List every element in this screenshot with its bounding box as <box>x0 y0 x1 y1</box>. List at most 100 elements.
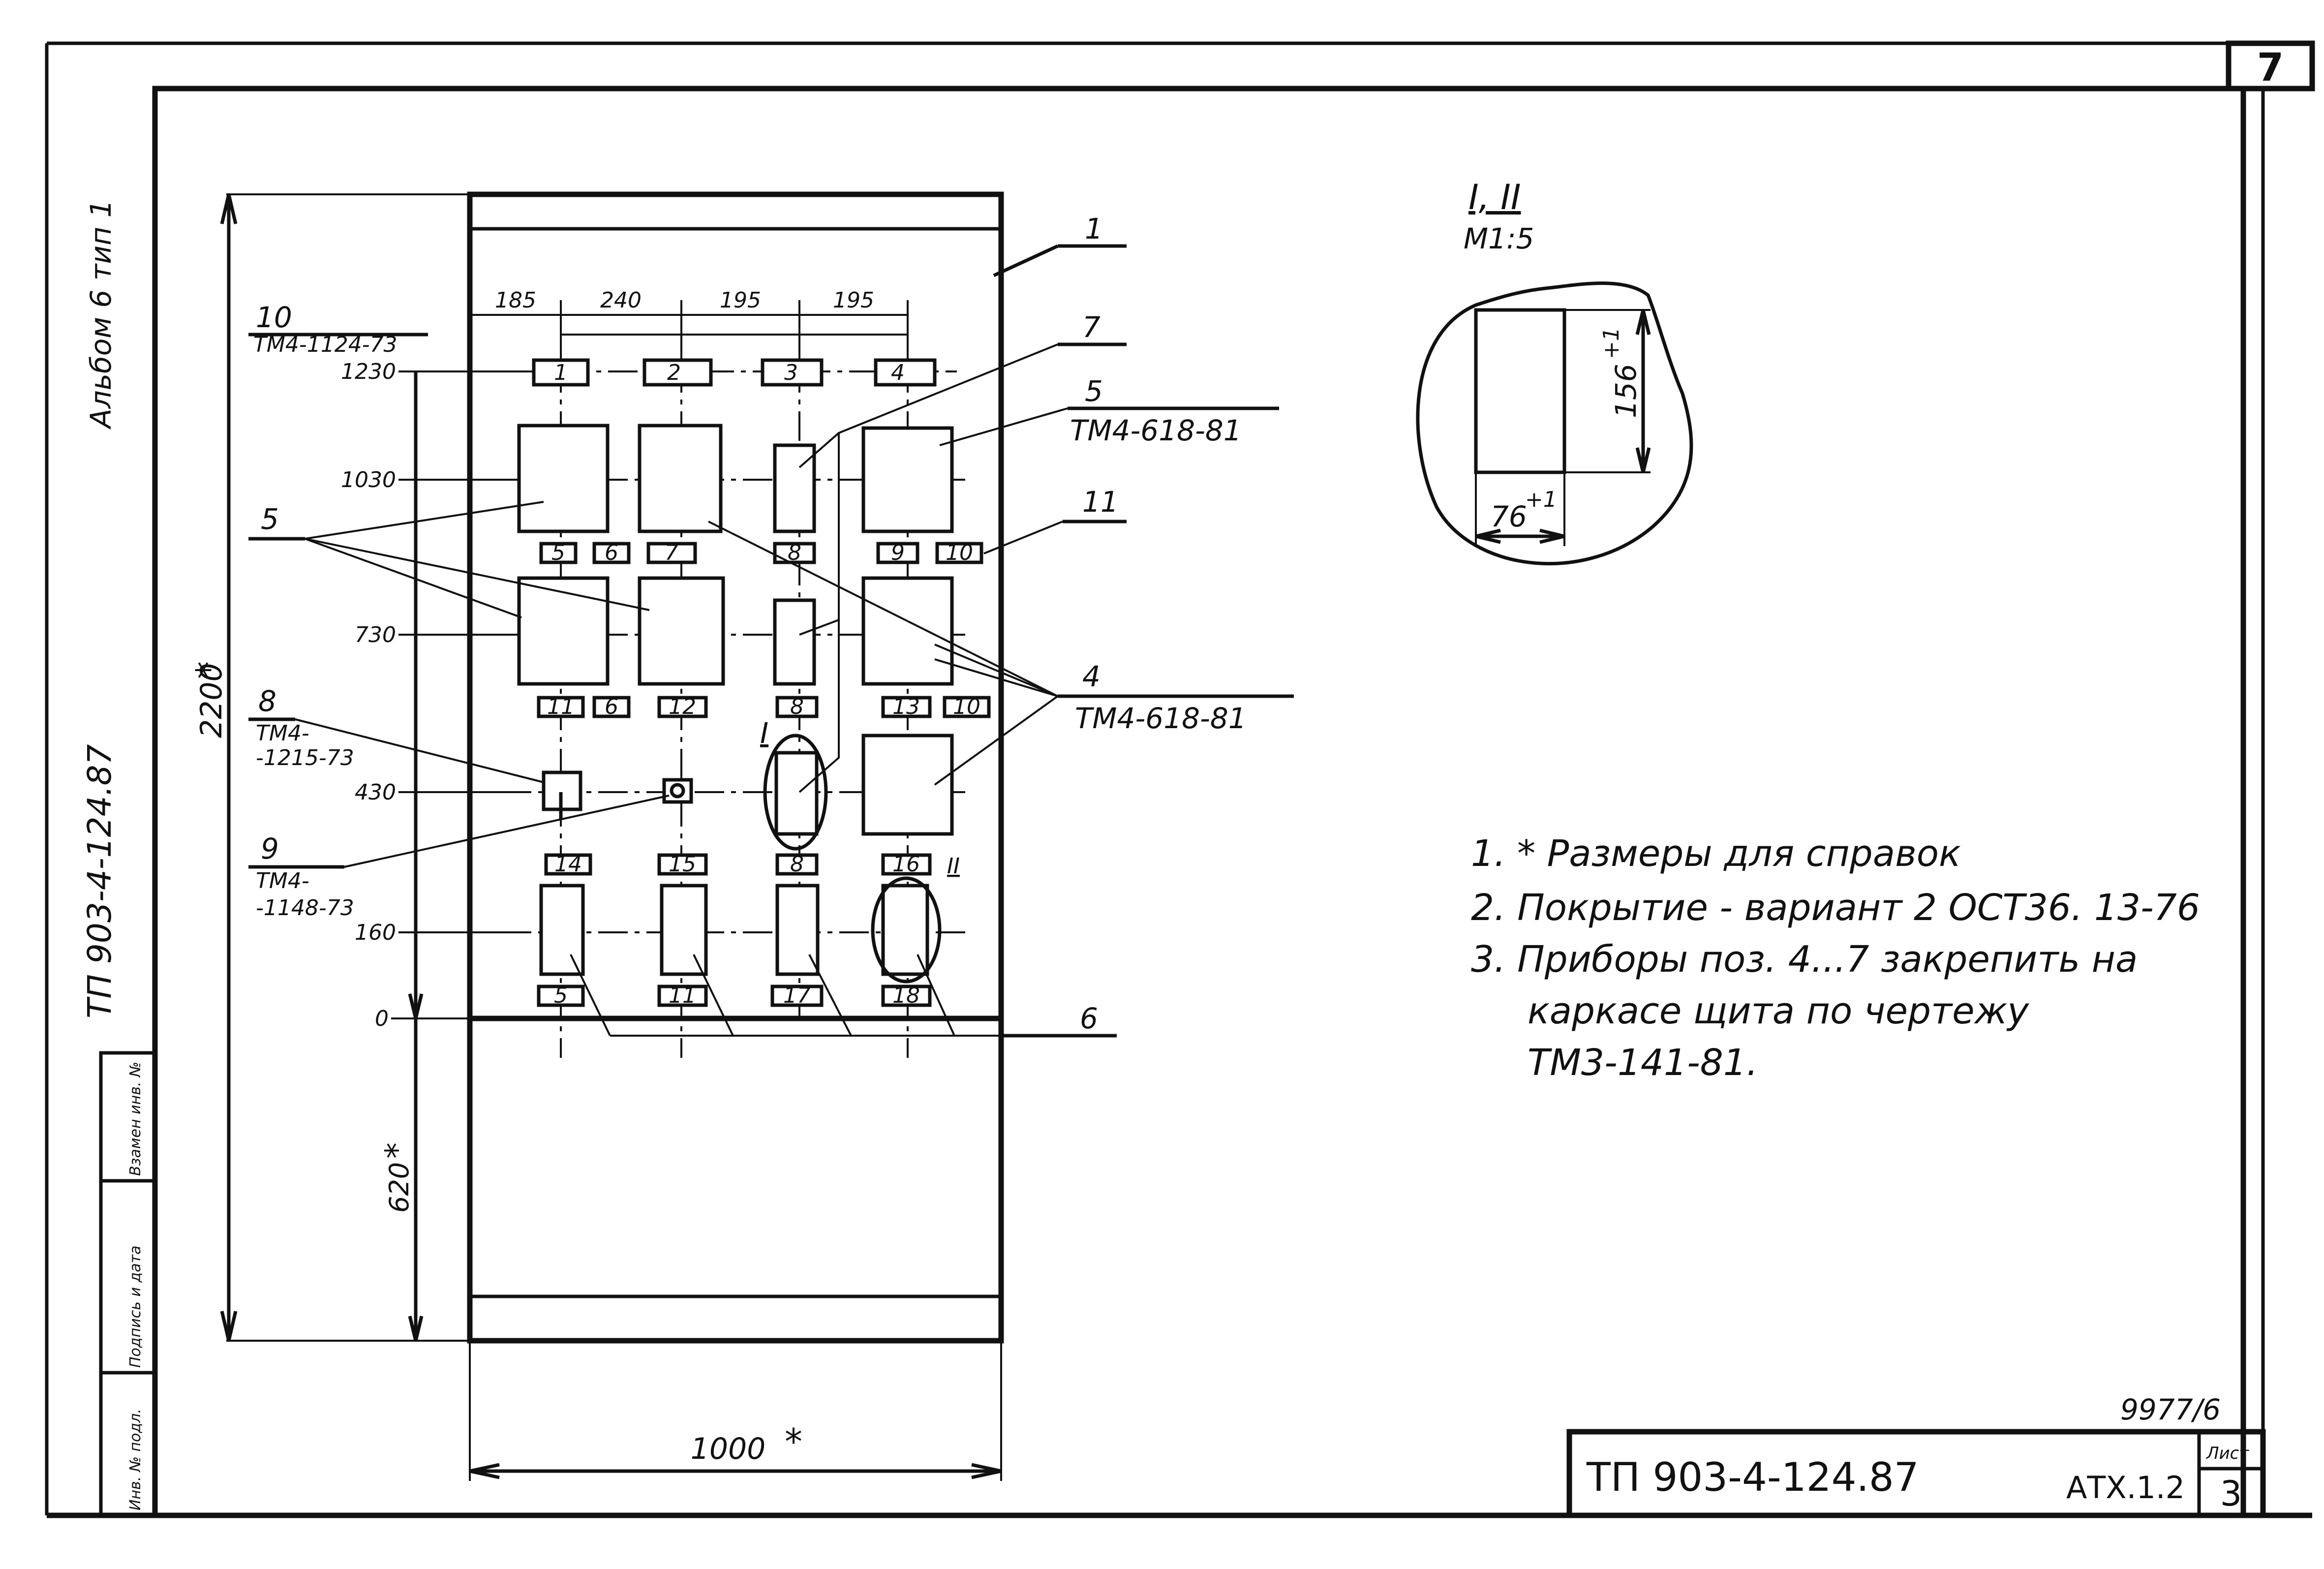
row4-label-18: 18 <box>892 983 920 1008</box>
note-1: 1. * Размеры для справок <box>1471 832 1961 875</box>
lower-height-label: 620 <box>384 1162 415 1213</box>
row3-label-14: 14 <box>554 852 582 877</box>
callout-9-num: 9 <box>261 832 279 865</box>
note-3-cont-1: каркасе щита по чертежу <box>1528 990 2029 1032</box>
note-3-cont-2: ТМ3-141-81. <box>1528 1042 1758 1084</box>
callout-8-ref1: ТМ4- <box>256 721 309 746</box>
callout-11: 11 <box>983 485 1127 554</box>
row-160-instruments <box>539 884 929 976</box>
side-document-code: ТП 903-4-124.87 <box>81 744 119 1018</box>
callout-7-num: 7 <box>1082 310 1101 344</box>
callout-5-left: 5 <box>248 501 650 618</box>
left-stamp: Инв. № подл. Подпись и дата Взамен инв. … <box>99 1051 157 1517</box>
row4-label-5: 5 <box>554 983 568 1008</box>
row3-label-8: 8 <box>790 852 804 877</box>
level-labels: 1230 1030 730 430 160 0 <box>341 359 512 1031</box>
sheet-frame <box>45 41 2312 1518</box>
width-star: * <box>785 1421 802 1462</box>
side-album-title: Альбом 6 тип 1 <box>84 200 118 430</box>
callout-6: 6 <box>570 954 1117 1038</box>
spacing-185: 185 <box>495 288 536 313</box>
width-label: 1000 <box>691 1432 766 1466</box>
row1-label-8: 8 <box>788 540 801 565</box>
callout-10-num: 10 <box>256 301 292 334</box>
row1-label-7: 7 <box>665 540 678 565</box>
row1-label-10: 10 <box>946 540 973 565</box>
row1-label-5: 5 <box>551 540 565 565</box>
overall-height-label: 2200 <box>194 663 229 738</box>
top-label-3: 3 <box>784 360 798 385</box>
level-1030: 1030 <box>341 467 396 492</box>
callout-1: 1 <box>993 212 1127 277</box>
row2-label-8: 8 <box>790 694 804 719</box>
callout-9-ref2: -1148-73 <box>256 895 354 921</box>
title-mark: АТХ.1.2 <box>2066 1470 2185 1506</box>
row-4-labels: 5 11 17 18 <box>537 983 932 1008</box>
spacing-240: 240 <box>600 288 642 313</box>
sheet-label: Лист <box>2205 1444 2249 1463</box>
row-1030-instruments <box>517 424 954 533</box>
callout-5l-num: 5 <box>261 502 279 536</box>
detail-I-marker: I <box>760 716 828 851</box>
level-160: 160 <box>355 920 396 945</box>
sheet-number: 3 <box>2220 1474 2242 1514</box>
callout-7: 7 <box>798 310 1127 793</box>
callout-8-ref2: -1215-73 <box>256 745 354 770</box>
callout-4: 4 ТМ4-618-81 <box>708 521 1294 786</box>
view-mark-II: II <box>947 854 960 879</box>
row2-label-13: 13 <box>892 694 920 719</box>
row1-label-9: 9 <box>891 540 905 565</box>
level-430: 430 <box>355 780 396 805</box>
top-label-2: 2 <box>667 360 681 385</box>
level-0: 0 <box>375 1006 389 1031</box>
view-mark-I: I <box>760 716 768 750</box>
detail-scale: М1:5 <box>1464 222 1534 255</box>
callout-4-ref: ТМ4-618-81 <box>1075 702 1247 735</box>
level-1230: 1230 <box>341 359 396 384</box>
detail-II-marker <box>871 876 942 984</box>
callout-6-num: 6 <box>1080 1002 1098 1035</box>
spacing-195-a: 195 <box>720 288 761 313</box>
callout-11-num: 11 <box>1082 485 1119 519</box>
callout-8-num: 8 <box>258 684 276 718</box>
note-3: 3. Приборы поз. 4...7 закрепить на <box>1471 938 2138 981</box>
row3-label-16: 16 <box>892 852 920 877</box>
detail-height-tol: +1 <box>1599 327 1624 359</box>
stamp-cell-signature: Подпись и дата <box>127 1246 144 1368</box>
top-instruments: 1 2 3 4 <box>532 358 937 387</box>
width-dimension: 1000 * <box>469 1341 1002 1481</box>
callout-10-ref: ТМ4-1124-73 <box>253 332 398 357</box>
row2-label-11: 11 <box>547 694 575 719</box>
detail-width-tol: +1 <box>1525 487 1557 512</box>
notes: 1. * Размеры для справок 2. Покрытие - в… <box>1471 832 2200 1084</box>
row4-label-11: 11 <box>669 983 696 1008</box>
callout-4-num: 4 <box>1082 660 1101 693</box>
row1-label-6: 6 <box>605 540 618 565</box>
callout-5r-num: 5 <box>1085 374 1103 408</box>
top-label-1: 1 <box>554 360 568 385</box>
callout-9: 9 ТМ4- -1148-73 <box>248 795 670 921</box>
note-2: 2. Покрытие - вариант 2 ОСТ36. 13-76 <box>1471 887 2200 929</box>
level-dimension-line: 620 * <box>378 371 424 1341</box>
lower-height-star: * <box>378 1142 416 1159</box>
row2-label-6: 6 <box>605 694 618 719</box>
archive-number: 9977/6 <box>2120 1393 2221 1426</box>
row-3-labels: 14 15 8 16 II <box>544 852 960 879</box>
title-code: ТП 903-4-124.87 <box>1586 1454 1919 1500</box>
title-block: 9977/6 ТП 903-4-124.87 АТХ.1.2 Лист 3 <box>1566 1393 2266 1518</box>
callout-5-right: 5 ТМ4-618-81 <box>939 374 1279 447</box>
detail-title: I, II <box>1468 177 1521 217</box>
callout-1-num: 1 <box>1085 212 1103 246</box>
row-2-labels: 11 6 12 8 13 10 <box>537 694 991 719</box>
row-430-instruments <box>542 734 954 836</box>
row2-label-12: 12 <box>669 694 696 719</box>
corner-number-box: 7 <box>2226 40 2315 92</box>
row-1-labels: 5 6 7 8 9 10 <box>539 540 983 565</box>
callout-9-ref1: ТМ4- <box>256 868 309 893</box>
detail-view: I, II М1:5 156 +1 76 +1 <box>1416 177 1693 565</box>
overall-height-dimension: 2200 * <box>188 193 470 1342</box>
row3-label-15: 15 <box>669 852 696 877</box>
stamp-cell-replacement: Взамен инв. № <box>127 1062 144 1176</box>
row-730-instruments <box>517 576 954 686</box>
